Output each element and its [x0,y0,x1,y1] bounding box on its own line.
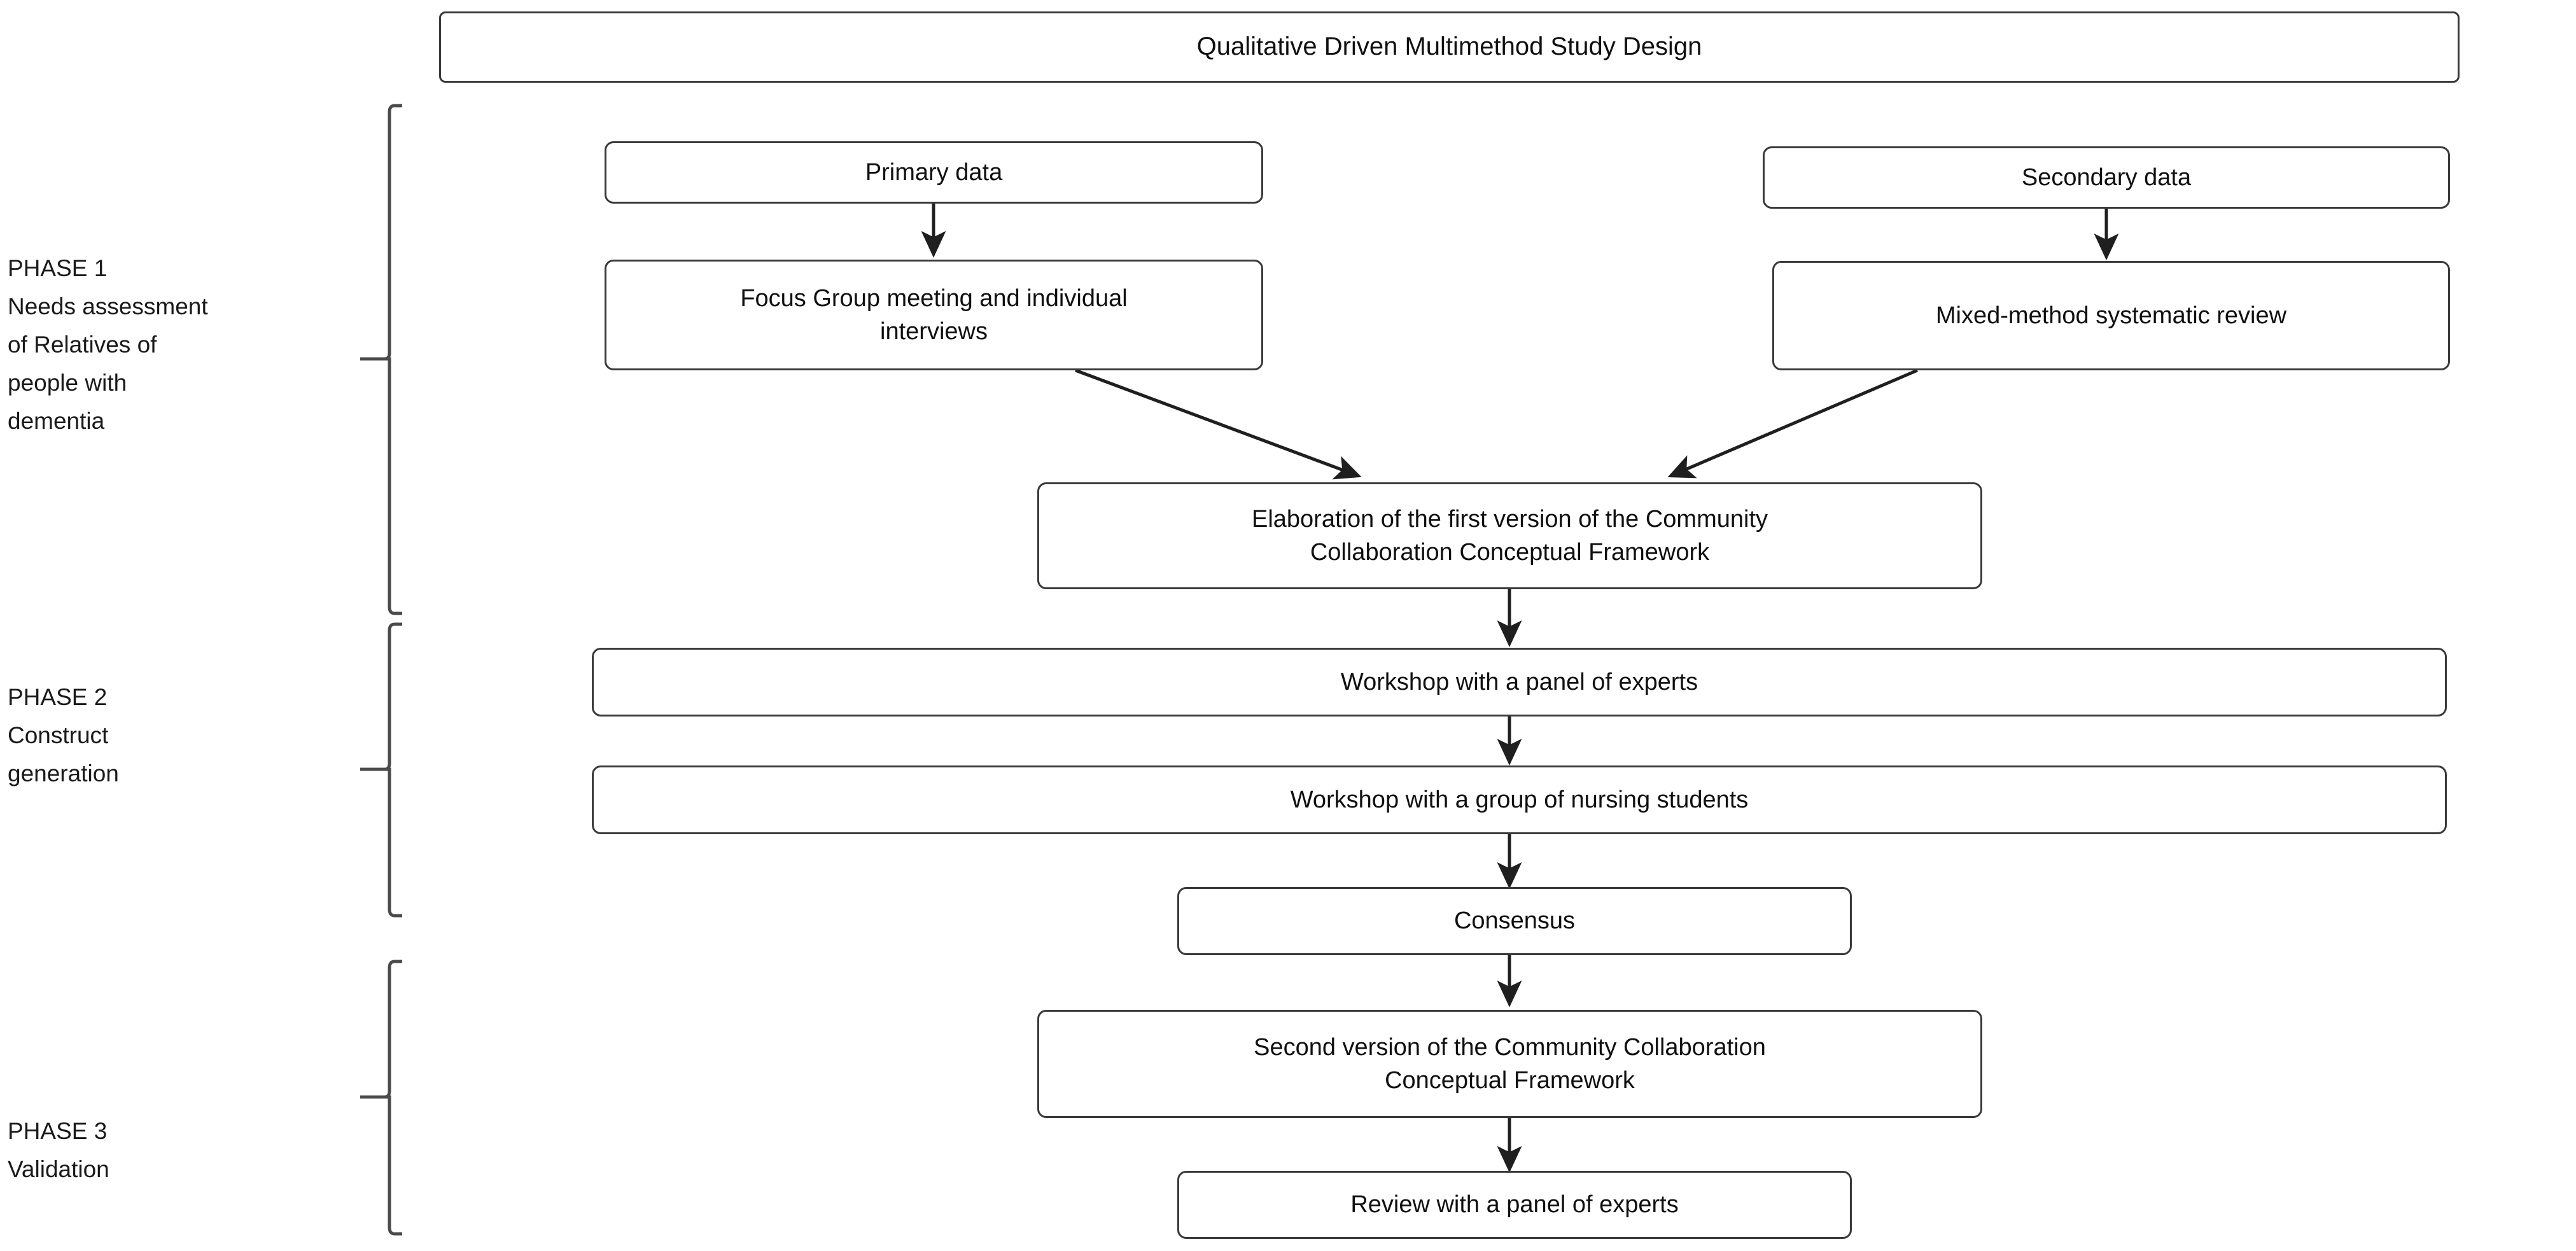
study-design-title-box: Qualitative Driven Multimethod Study Des… [439,11,2460,83]
node-second-version-framework: Second version of the Community Collabor… [1037,1010,1982,1118]
node-mixed-method-systematic-review-text: Mixed-method systematic review [1935,302,2287,329]
node-primary-data-text: Primary data [865,158,1003,186]
edge-focusgroup-to-firstversion [1075,368,1362,480]
node-review-panel-experts: Review with a panel of experts [1177,1171,1852,1239]
node-focus-group-interviews-text: Focus Group meeting and individual inter… [740,284,1128,345]
edge-review-to-firstversion [1667,368,1918,479]
node-mixed-method-systematic-review: Mixed-method systematic review [1772,261,2450,370]
node-workshop-nursing-students-text: Workshop with a group of nursing student… [1290,786,1749,813]
node-second-version-framework-text: Second version of the Community Collabor… [1254,1033,1766,1094]
phase-2-bracket [360,622,402,918]
node-secondary-data-text: Secondary data [2021,164,2192,191]
node-workshop-panel-experts-text: Workshop with a panel of experts [1340,668,1698,695]
node-consensus-text: Consensus [1453,907,1576,935]
node-review-panel-experts-text: Review with a panel of experts [1350,1191,1679,1219]
node-workshop-panel-experts: Workshop with a panel of experts [592,648,2447,716]
node-focus-group-interviews: Focus Group meeting and individual inter… [605,260,1263,370]
node-workshop-nursing-students: Workshop with a group of nursing student… [592,765,2447,834]
phase-3-label: PHASE 3 Validation [8,1118,109,1182]
node-first-version-framework: Elaboration of the first version of the … [1037,482,1982,589]
node-primary-data: Primary data [605,141,1263,204]
phase-3-bracket [360,960,402,1236]
phase-1-label: PHASE 1 Needs assessment of Relatives of… [8,255,208,434]
node-secondary-data: Secondary data [1763,146,2450,209]
node-consensus: Consensus [1177,887,1852,955]
study-design-title-text: Qualitative Driven Multimethod Study Des… [1196,32,1702,61]
phase-2-label: PHASE 2 Construct generation [8,684,119,786]
phase-1-bracket [360,104,402,615]
node-first-version-framework-text: Elaboration of the first version of the … [1251,505,1768,566]
